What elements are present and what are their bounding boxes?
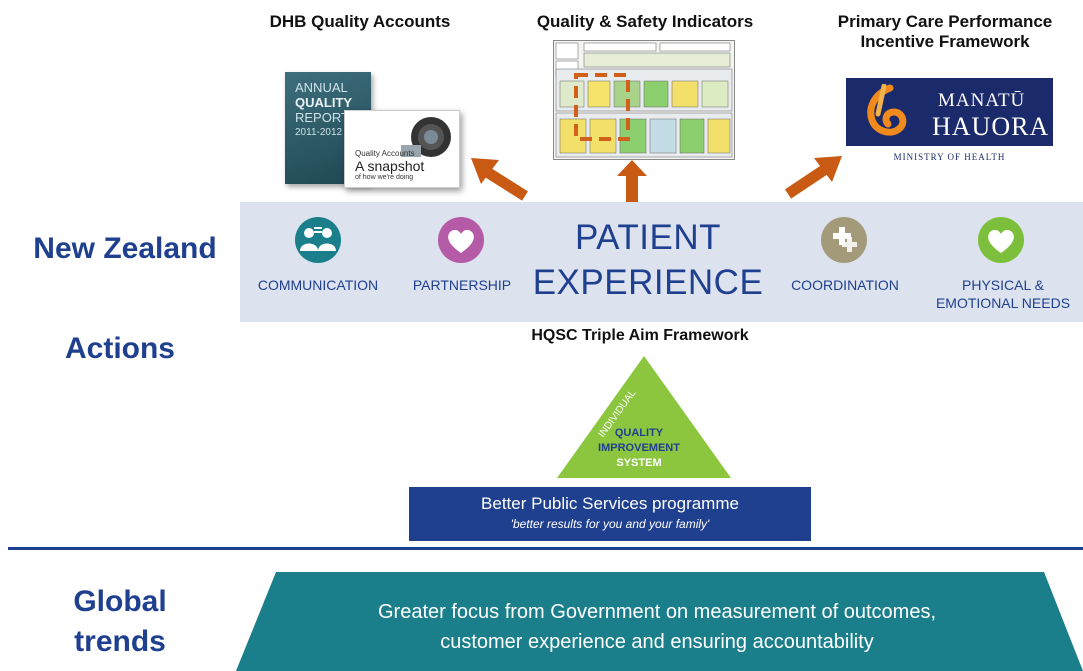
actions-label: Actions [64,332,175,365]
global-line: Global [73,585,167,618]
triangle-system-text: SYSTEM [616,457,661,469]
global-trends-line2: customer experience and ensuring account… [440,631,874,653]
global-trends-label: Global trends [20,582,220,662]
bps-title: Better Public Services programme [481,494,739,513]
partnership-heart-icon [448,229,474,253]
patient-experience-title: PATIENT EXPERIENCE [528,215,768,305]
emotional-needs-line: EMOTIONAL NEEDS [935,295,1071,311]
moh-subtitle: MINISTRY OF HEALTH [893,152,1006,162]
global-trends-banner [236,572,1083,671]
header-primary-care: Primary Care Performance Incentive Frame… [800,12,1083,52]
heart-icon [988,229,1014,253]
physical-emotional-icon [978,217,1024,263]
header-dhb-quality-accounts: DHB Quality Accounts [269,12,451,31]
how-were-doing-line: of how we're doing [355,174,414,181]
global-trends-line1: Greater focus from Government on measure… [377,601,937,623]
indicators-diagram-thumbnail [553,40,735,160]
arrow-up-right-icon [784,156,842,199]
trends-line: trends [74,625,166,658]
koru-logo-icon [867,84,907,136]
annual-line: ANNUAL [295,80,348,95]
quality-accounts-line: Quality Accounts [355,149,415,158]
better-public-services-box: Better Public Services programme 'better… [409,487,811,541]
communication-label: COMMUNICATION [257,277,379,293]
triple-aim-triangle: INDIVIDUAL QUALITY IMPROVEMENT SYSTEM [557,356,731,478]
coordination-label: COORDINATION [791,277,899,293]
quality-line: QUALITY [295,95,353,110]
triple-aim-title: HQSC Triple Aim Framework [531,327,749,344]
year-line: 2011-2012 [295,127,343,138]
moh-hauora-text: HAUORA [932,112,1050,141]
partnership-icon [438,217,484,263]
new-zealand-label: New Zealand [33,232,217,265]
moh-manatu-text: MANATŪ [938,90,1026,111]
communication-people-icon [300,227,336,251]
camera-lens-image [401,117,451,157]
triangle-quality-text: QUALITY [615,427,664,439]
quality-accounts-snapshot-cover: Quality Accounts A snapshot of how we're… [344,110,460,188]
physical-emotional-label: PHYSICAL & EMOTIONAL NEEDS [928,276,1078,312]
patient-experience-band [240,202,1083,322]
header-quality-safety-indicators: Quality & Safety Indicators [536,12,754,31]
header-primary-care-line2: Incentive Framework [860,32,1030,51]
section-divider [8,547,1083,550]
bps-subtitle: 'better results for you and your family' [510,517,710,531]
partnership-label: PARTNERSHIP [412,277,512,293]
indicators-diagram-graphic [555,42,733,158]
arrow-up-icon [617,160,647,202]
global-trends-text: Greater focus from Government on measure… [262,597,1052,657]
communication-icon [295,217,341,263]
ministry-of-health-logo: MANATŪ HAUORA [846,78,1053,146]
header-primary-care-line1: Primary Care Performance [837,12,1053,31]
snapshot-line: A snapshot [355,158,425,174]
report-line: REPORT [295,110,349,125]
triangle-improvement-text: IMPROVEMENT [598,442,680,454]
coordination-crosses-icon [833,227,857,252]
experience-line: EXPERIENCE [532,263,764,302]
physical-line: PHYSICAL & [962,277,1044,293]
arrow-up-left-icon [471,158,528,201]
coordination-icon [821,217,867,263]
patient-line: PATIENT [574,218,722,257]
